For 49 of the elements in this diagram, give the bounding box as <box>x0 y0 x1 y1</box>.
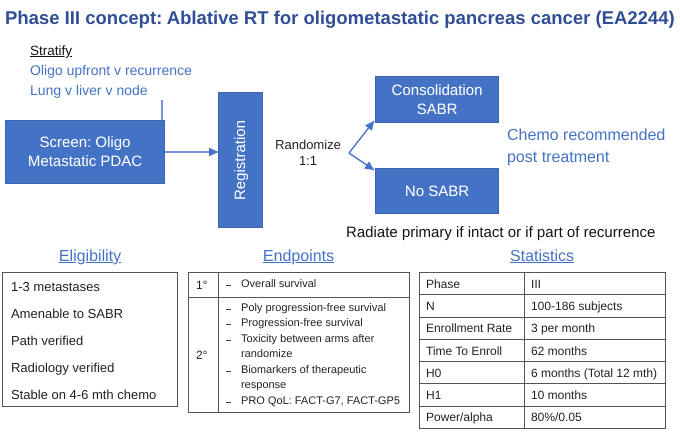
arrow <box>348 120 375 154</box>
process-box <box>5 120 165 184</box>
table-cell: H1 <box>420 384 524 406</box>
slide-title: Phase III concept: Ablative RT for oligometastatic pancreas cancer (EA2244) <box>5 7 675 29</box>
table-cell: 10 months <box>524 384 666 406</box>
process-box <box>375 168 499 214</box>
section-heading: Statistics <box>510 248 574 265</box>
process-label: No SABR <box>404 182 470 200</box>
table-cell: III <box>524 272 666 295</box>
step-label: Randomize 1:1 <box>272 137 344 169</box>
list-item: Progression-free survival <box>241 317 363 330</box>
process-label: Registration <box>231 120 250 200</box>
list-item: 1-3 metastases <box>11 279 100 294</box>
table-cell: 62 months <box>524 339 666 362</box>
table-cell: H0 <box>420 362 524 384</box>
arrow <box>348 152 374 171</box>
list-item: Poly progression-free survival <box>241 302 386 314</box>
list-item: Radiology verified <box>11 360 114 375</box>
process-label: Screen: Oligo Metastatic PDAC <box>26 133 144 171</box>
table-cell: Phase <box>420 272 524 295</box>
list-item: Stable on 4-6 mth chemo <box>11 387 156 402</box>
list-item: Path verified <box>11 333 84 348</box>
connector-line <box>161 100 163 120</box>
stratify-item: Lung v liver v node <box>30 82 148 98</box>
stratify-item: Oligo upfront v recurrence <box>30 62 192 78</box>
table-cell: 3 per month <box>524 317 666 340</box>
process-label: Consolidation SABR <box>390 80 484 118</box>
table-cell: Time To Enroll <box>420 339 524 362</box>
note-text: Radiate primary if intact or if part of recurrence <box>346 224 656 242</box>
list-item: PRO QoL: FACT-G7, FACT-GP5 <box>241 394 400 407</box>
arrow <box>165 148 218 156</box>
table-cell: 2° <box>188 298 218 412</box>
list-item: Toxicity between arms after randomize <box>241 332 374 360</box>
table-cell: Power/alpha <box>420 406 524 429</box>
table-cell: 80%/0.05 <box>524 406 666 429</box>
list-item: Overall survival <box>241 278 316 290</box>
list-item: Amenable to SABR <box>11 306 124 321</box>
table-cell: Enrollment Rate <box>420 317 524 340</box>
table-cell: N <box>420 294 524 318</box>
section-heading: Eligibility <box>58 248 122 265</box>
note-text: Chemo recommended post treatment <box>507 126 666 168</box>
section-heading: Endpoints <box>262 248 334 265</box>
list-item: Biomarkers of therapeutic response <box>241 364 366 392</box>
table-cell: 1° <box>188 272 218 298</box>
table-cell: 100-186 subjects <box>524 294 666 318</box>
process-box <box>218 92 263 228</box>
table-cell: 6 months (Total 12 mth) <box>524 362 666 384</box>
stratify-heading: Stratify <box>30 43 72 58</box>
process-box <box>375 76 499 123</box>
